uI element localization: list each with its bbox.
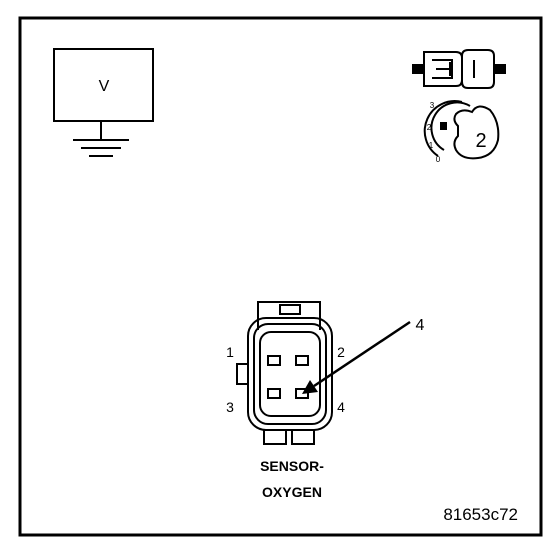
oxygen-sensor-connector: 1 2 3 4	[226, 301, 345, 445]
terminal-2	[295, 355, 309, 366]
voltmeter-label: V	[99, 78, 110, 95]
arrow-head-icon	[302, 380, 318, 394]
ignition-scale-1: 1	[429, 141, 434, 150]
connector-latch	[257, 301, 321, 330]
terminal-1	[267, 355, 281, 366]
pin-label-4: 4	[337, 399, 345, 415]
caption-line-2: OXYGEN	[262, 484, 322, 500]
voltmeter-box	[53, 48, 154, 122]
ignition-scale-3: 3	[430, 101, 435, 110]
pin-label-1: 1	[226, 344, 234, 360]
connector-side-tab	[236, 363, 249, 385]
figure-id: 81653c72	[443, 505, 518, 524]
callout-arrow	[302, 320, 411, 394]
ignition-key-position: 2	[475, 130, 486, 152]
ignition-scale-0: 0	[436, 155, 441, 164]
disconnected-connector-icon	[412, 49, 506, 89]
ignition-pointer	[440, 122, 447, 130]
callout-label: 4	[416, 317, 425, 334]
terminal-4	[295, 388, 309, 399]
connector-foot-left	[263, 429, 287, 445]
terminal-3	[267, 388, 281, 399]
diagram-border	[18, 16, 543, 537]
ignition-switch-icon: 3 2 1 0 2	[423, 100, 500, 164]
ground-icon	[73, 139, 129, 157]
connector-foot-right	[291, 429, 315, 445]
connector-face	[259, 331, 321, 417]
voltmeter-symbol: V	[53, 48, 154, 157]
caption-line-1: SENSOR-	[260, 458, 324, 474]
ignition-scale-2: 2	[427, 123, 432, 132]
pin-label-3: 3	[226, 399, 234, 415]
pin-label-2: 2	[337, 344, 345, 360]
